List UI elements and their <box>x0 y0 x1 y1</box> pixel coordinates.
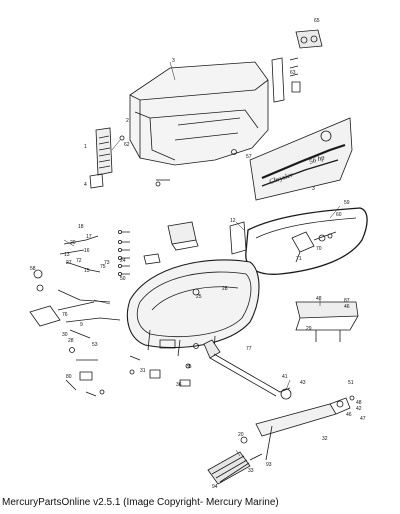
callout-number: 24 <box>120 258 126 264</box>
callout-number: 50 <box>120 276 126 282</box>
callout-number: 80 <box>66 374 72 380</box>
callout-number: 76 <box>62 312 68 318</box>
callout-number: 15 <box>84 268 90 274</box>
callout-number: 18 <box>78 224 84 230</box>
callout-number: 31 <box>140 368 146 374</box>
callout-number: 59 <box>344 200 350 206</box>
callout-number: 93 <box>266 462 272 468</box>
callout-number: 27 <box>66 260 72 266</box>
callout-number: 20 <box>70 240 76 246</box>
callout-number: 9 <box>80 322 83 328</box>
callout-number: 47 <box>360 416 366 422</box>
callout-number: 48 <box>316 296 322 302</box>
callout-number: 57 <box>246 154 252 160</box>
top-bracket-assembly <box>271 29 323 103</box>
callout-number: 4 <box>84 182 87 188</box>
callout-number: 63 <box>290 70 296 76</box>
left-linkage <box>29 235 121 397</box>
callout-number: 32 <box>322 436 328 442</box>
latch-assembly <box>291 231 337 263</box>
callout-number: 35 <box>186 364 192 370</box>
callout-number: 30 <box>62 332 68 338</box>
callout-number: 60 <box>336 212 342 218</box>
callout-number: 94 <box>212 484 218 490</box>
callout-number: 70 <box>316 246 322 252</box>
leader-lines <box>63 61 341 457</box>
callout-number: 87 <box>344 298 350 304</box>
callout-number: 65 <box>314 18 320 24</box>
callout-number: 2 <box>126 118 129 124</box>
callout-number: 20 <box>238 432 244 438</box>
cowl-seal <box>245 207 368 275</box>
callout-number: 41 <box>282 374 288 380</box>
callout-number: 43 <box>300 380 306 386</box>
callout-number: 1 <box>84 144 87 150</box>
top-cowl <box>129 61 269 166</box>
callout-number: 71 <box>296 256 302 262</box>
callout-number: 48 <box>356 400 362 406</box>
callout-number: 33 <box>248 468 254 474</box>
callout-number: 51 <box>348 380 354 386</box>
callout-number: 28 <box>68 338 74 344</box>
center-bracket-parts <box>118 221 247 276</box>
small-hardware <box>119 135 237 387</box>
tiller-tube <box>203 339 351 461</box>
callout-number: 46 <box>344 304 350 310</box>
callout-number: 42 <box>356 406 362 412</box>
callout-number: 13 <box>64 252 70 258</box>
callout-number: 46 <box>346 412 352 418</box>
copyright-caption: MercuryPartsOnline v2.5.1 (Image Copyrig… <box>2 497 279 508</box>
callout-number: 75 <box>100 264 106 270</box>
callout-number: 17 <box>86 234 92 240</box>
callout-number: 62 <box>124 142 130 148</box>
callout-number: 25 <box>196 294 202 300</box>
right-bracket <box>295 301 359 408</box>
exploded-parts-diagram: Chrysler 56 hp 6536263213574601859172016… <box>29 18 368 490</box>
callout-number: 77 <box>246 346 252 352</box>
callout-number: 12 <box>230 218 236 224</box>
callout-number: 16 <box>84 248 90 254</box>
side-decal-panel <box>249 117 353 201</box>
callout-number: 53 <box>92 342 98 348</box>
callout-number: 36 <box>176 382 182 388</box>
callout-number: 28 <box>222 286 228 292</box>
callout-number: 29 <box>306 326 312 332</box>
tiller-grip <box>207 436 263 485</box>
callout-number: 58 <box>30 266 36 272</box>
callout-number: 73 <box>104 260 110 266</box>
bottom-cowl <box>126 259 260 357</box>
callout-number: 72 <box>76 258 82 264</box>
callout-labels: 6536263213574601859172016271575131271707… <box>30 18 366 490</box>
callout-number: 3 <box>172 58 175 64</box>
callout-number: 3 <box>312 186 315 192</box>
vent-grille <box>89 127 113 189</box>
